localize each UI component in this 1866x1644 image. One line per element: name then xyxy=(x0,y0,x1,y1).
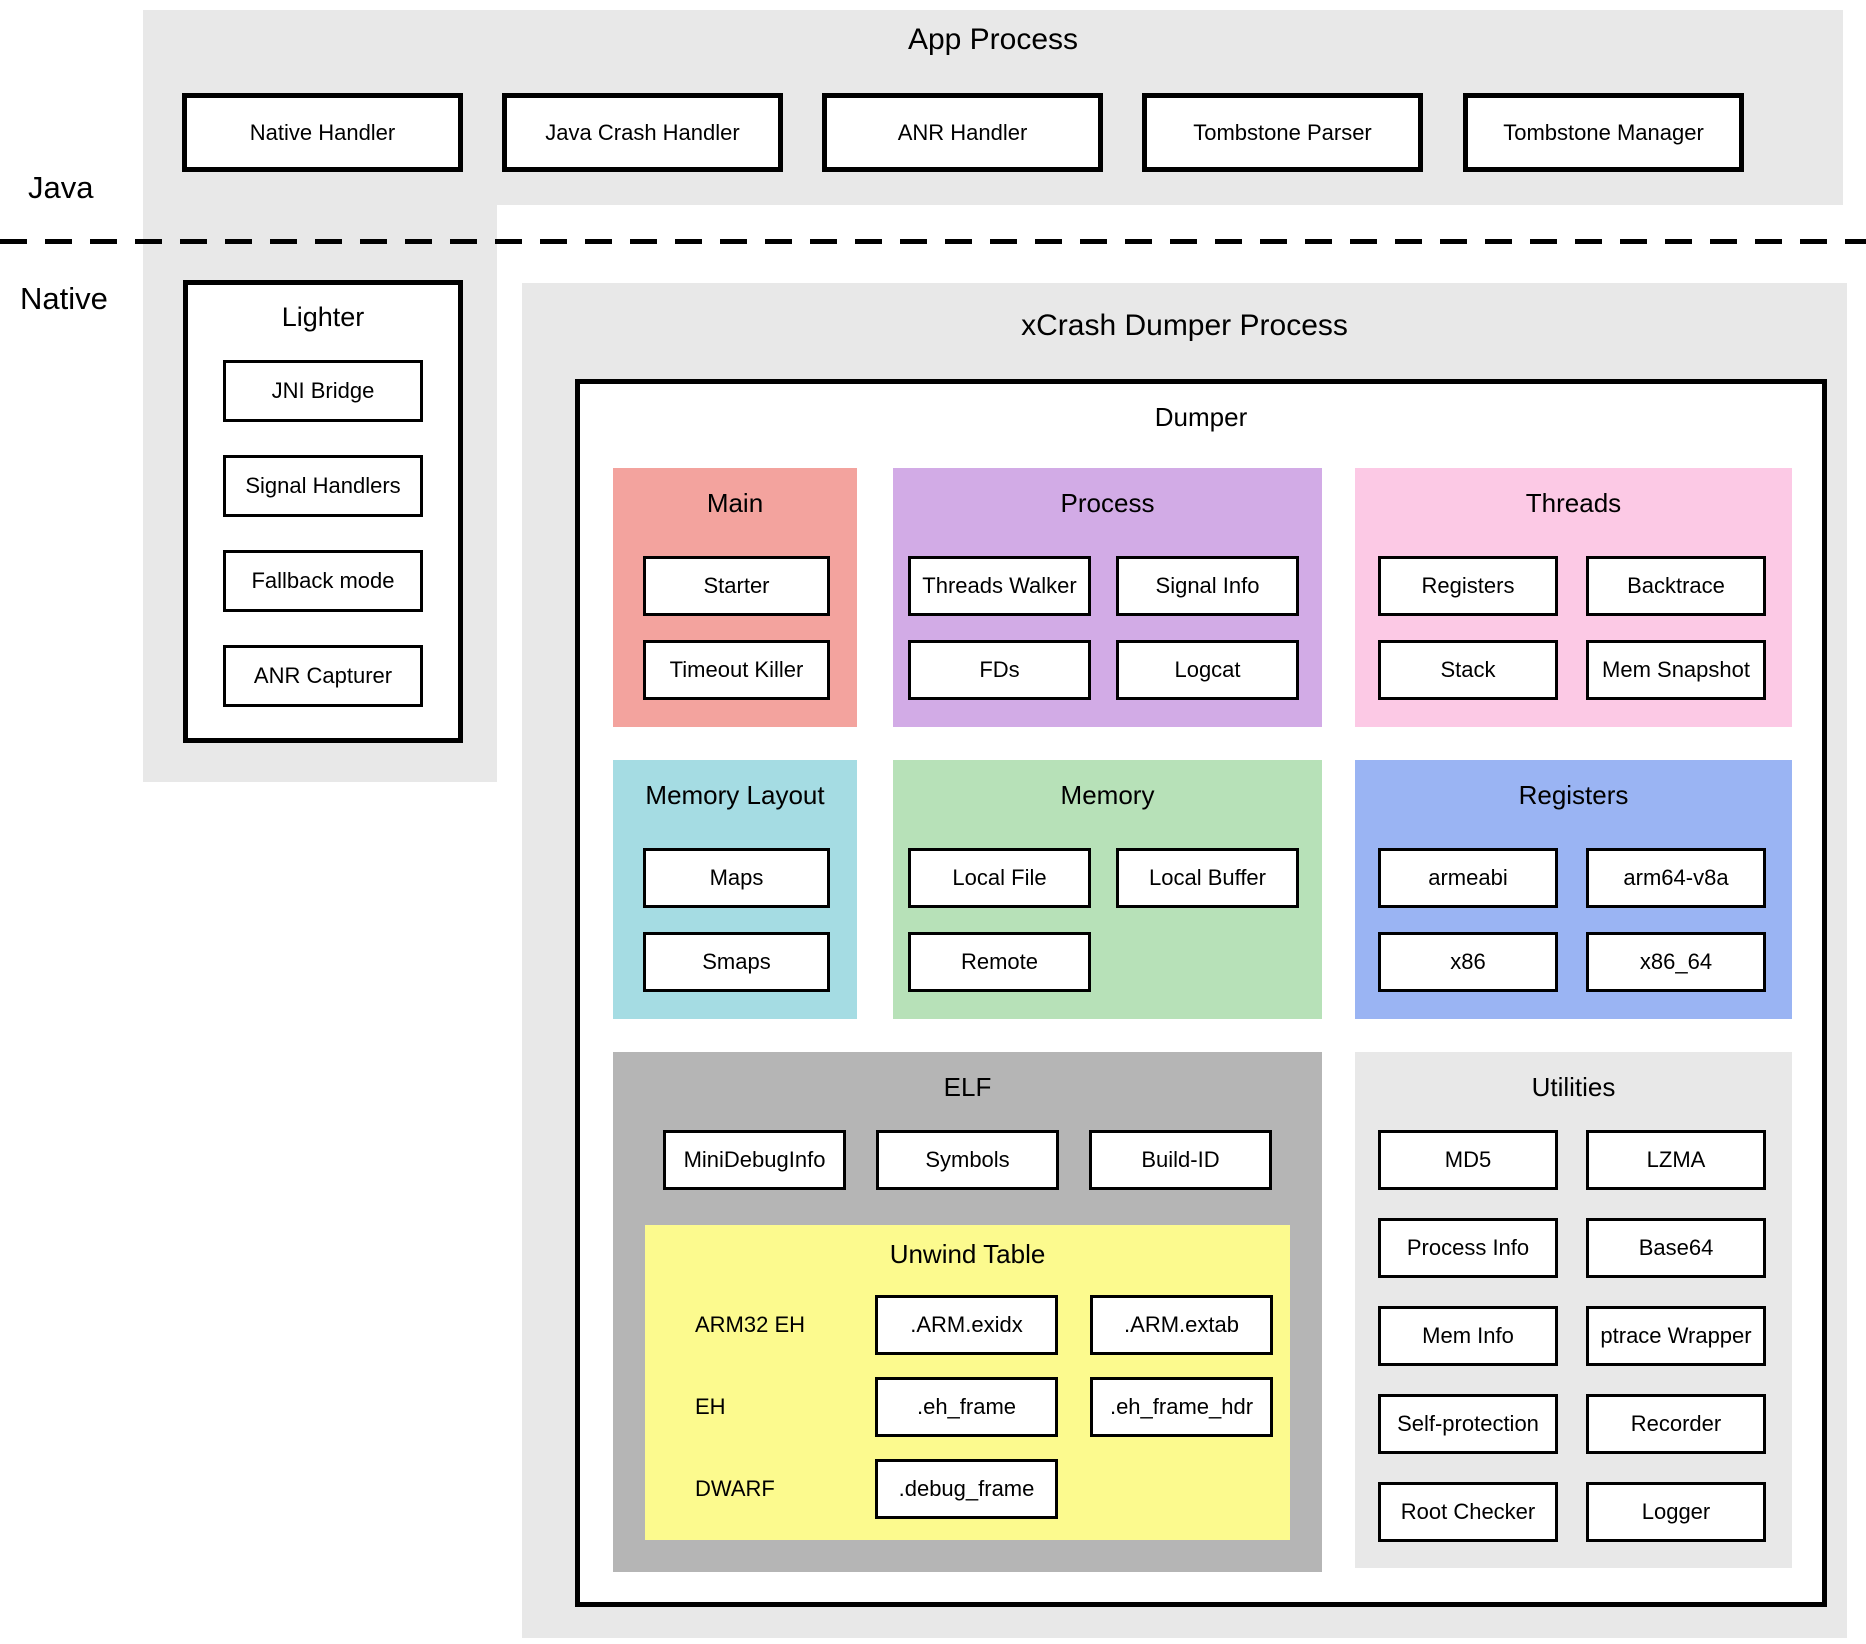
box-x86-64: x86_64 xyxy=(1586,932,1766,992)
box-build-id: Build-ID xyxy=(1089,1130,1272,1190)
lighter-box: Lighter JNI Bridge Signal Handlers Fallb… xyxy=(183,280,463,743)
app-process-panel: App Process Native Handler Java Crash Ha… xyxy=(143,10,1843,205)
utilities-section-title: Utilities xyxy=(1531,1072,1616,1102)
unwind-row-label-arm32-eh: ARM32 EH xyxy=(695,1312,806,1337)
utilities-section: Utilities MD5 LZMA Process Info Base64 M… xyxy=(1355,1052,1792,1568)
memory-layout-section-title: Memory Layout xyxy=(645,780,825,810)
box-tombstone-manager: Tombstone Manager xyxy=(1463,93,1744,172)
box-stack: Stack xyxy=(1378,640,1558,700)
box-java-crash-handler: Java Crash Handler xyxy=(502,93,783,172)
box-arm64-v8a: arm64-v8a xyxy=(1586,848,1766,908)
box-local-file: Local File xyxy=(908,848,1091,908)
box-mem-snapshot: Mem Snapshot xyxy=(1586,640,1766,700)
dumper-box: Dumper Main Starter Timeout Killer Proce… xyxy=(575,379,1827,1607)
app-process-title: App Process xyxy=(907,23,1079,56)
threads-section-title: Threads xyxy=(1525,488,1622,518)
registers-section: Registers armeabi arm64-v8a x86 x86_64 xyxy=(1355,760,1792,1019)
java-layer-label: Java xyxy=(28,170,94,205)
box-native-handler: Native Handler xyxy=(182,93,463,172)
box-armeabi: armeabi xyxy=(1378,848,1558,908)
box-anr-capturer: ANR Capturer xyxy=(223,645,423,707)
box-eh-frame-hdr: .eh_frame_hdr xyxy=(1090,1377,1273,1437)
box-anr-handler: ANR Handler xyxy=(822,93,1103,172)
box-tombstone-parser: Tombstone Parser xyxy=(1142,93,1423,172)
box-starter: Starter xyxy=(643,556,830,616)
box-local-buffer: Local Buffer xyxy=(1116,848,1299,908)
box-md5: MD5 xyxy=(1378,1130,1558,1190)
box-threads-walker: Threads Walker xyxy=(908,556,1091,616)
unwind-row-label-eh: EH xyxy=(695,1394,726,1419)
native-layer-label: Native xyxy=(20,281,108,316)
lighter-title: Lighter xyxy=(281,302,365,332)
box-x86: x86 xyxy=(1378,932,1558,992)
box-fds: FDs xyxy=(908,640,1091,700)
box-logger: Logger xyxy=(1586,1482,1766,1542)
box-backtrace: Backtrace xyxy=(1586,556,1766,616)
box-remote: Remote xyxy=(908,932,1091,992)
box-recorder: Recorder xyxy=(1586,1394,1766,1454)
xcrash-dumper-process-panel: xCrash Dumper Process Dumper Main Starte… xyxy=(522,283,1847,1638)
threads-section: Threads Registers Backtrace Stack Mem Sn… xyxy=(1355,468,1792,727)
box-thread-registers: Registers xyxy=(1378,556,1558,616)
box-base64: Base64 xyxy=(1586,1218,1766,1278)
box-smaps: Smaps xyxy=(643,932,830,992)
memory-section: Memory Local File Local Buffer Remote xyxy=(893,760,1322,1019)
box-mem-info: Mem Info xyxy=(1378,1306,1558,1366)
box-symbols: Symbols xyxy=(876,1130,1059,1190)
box-self-protection: Self-protection xyxy=(1378,1394,1558,1454)
elf-section: ELF MiniDebugInfo Symbols Build-ID Unwin… xyxy=(613,1052,1322,1572)
box-lzma: LZMA xyxy=(1586,1130,1766,1190)
box-timeout-killer: Timeout Killer xyxy=(643,640,830,700)
memory-section-title: Memory xyxy=(1060,780,1155,810)
memory-layout-section: Memory Layout Maps Smaps xyxy=(613,760,857,1019)
xcrash-dumper-process-title: xCrash Dumper Process xyxy=(1021,309,1348,342)
box-logcat: Logcat xyxy=(1116,640,1299,700)
elf-section-title: ELF xyxy=(943,1072,992,1102)
box-process-info: Process Info xyxy=(1378,1218,1558,1278)
main-section: Main Starter Timeout Killer xyxy=(613,468,857,727)
unwind-table-title: Unwind Table xyxy=(889,1239,1046,1269)
unwind-table-section: Unwind Table ARM32 EH .ARM.exidx .ARM.ex… xyxy=(645,1225,1290,1540)
box-eh-frame: .eh_frame xyxy=(875,1377,1058,1437)
box-jni-bridge: JNI Bridge xyxy=(223,360,423,422)
box-arm-extab: .ARM.extab xyxy=(1090,1295,1273,1355)
box-maps: Maps xyxy=(643,848,830,908)
box-ptrace-wrapper: ptrace Wrapper xyxy=(1586,1306,1766,1366)
registers-section-title: Registers xyxy=(1518,780,1629,810)
process-section: Process Threads Walker Signal Info FDs L… xyxy=(893,468,1322,727)
box-signal-info: Signal Info xyxy=(1116,556,1299,616)
dumper-title: Dumper xyxy=(1154,402,1248,432)
process-section-title: Process xyxy=(1060,488,1155,518)
box-arm-exidx: .ARM.exidx xyxy=(875,1295,1058,1355)
box-root-checker: Root Checker xyxy=(1378,1482,1558,1542)
unwind-row-label-dwarf: DWARF xyxy=(695,1476,775,1501)
box-minidebuginfo: MiniDebugInfo xyxy=(663,1130,846,1190)
box-fallback-mode: Fallback mode xyxy=(223,550,423,612)
box-debug-frame: .debug_frame xyxy=(875,1459,1058,1519)
java-native-divider xyxy=(0,239,1866,244)
main-section-title: Main xyxy=(706,488,764,518)
box-signal-handlers: Signal Handlers xyxy=(223,455,423,517)
